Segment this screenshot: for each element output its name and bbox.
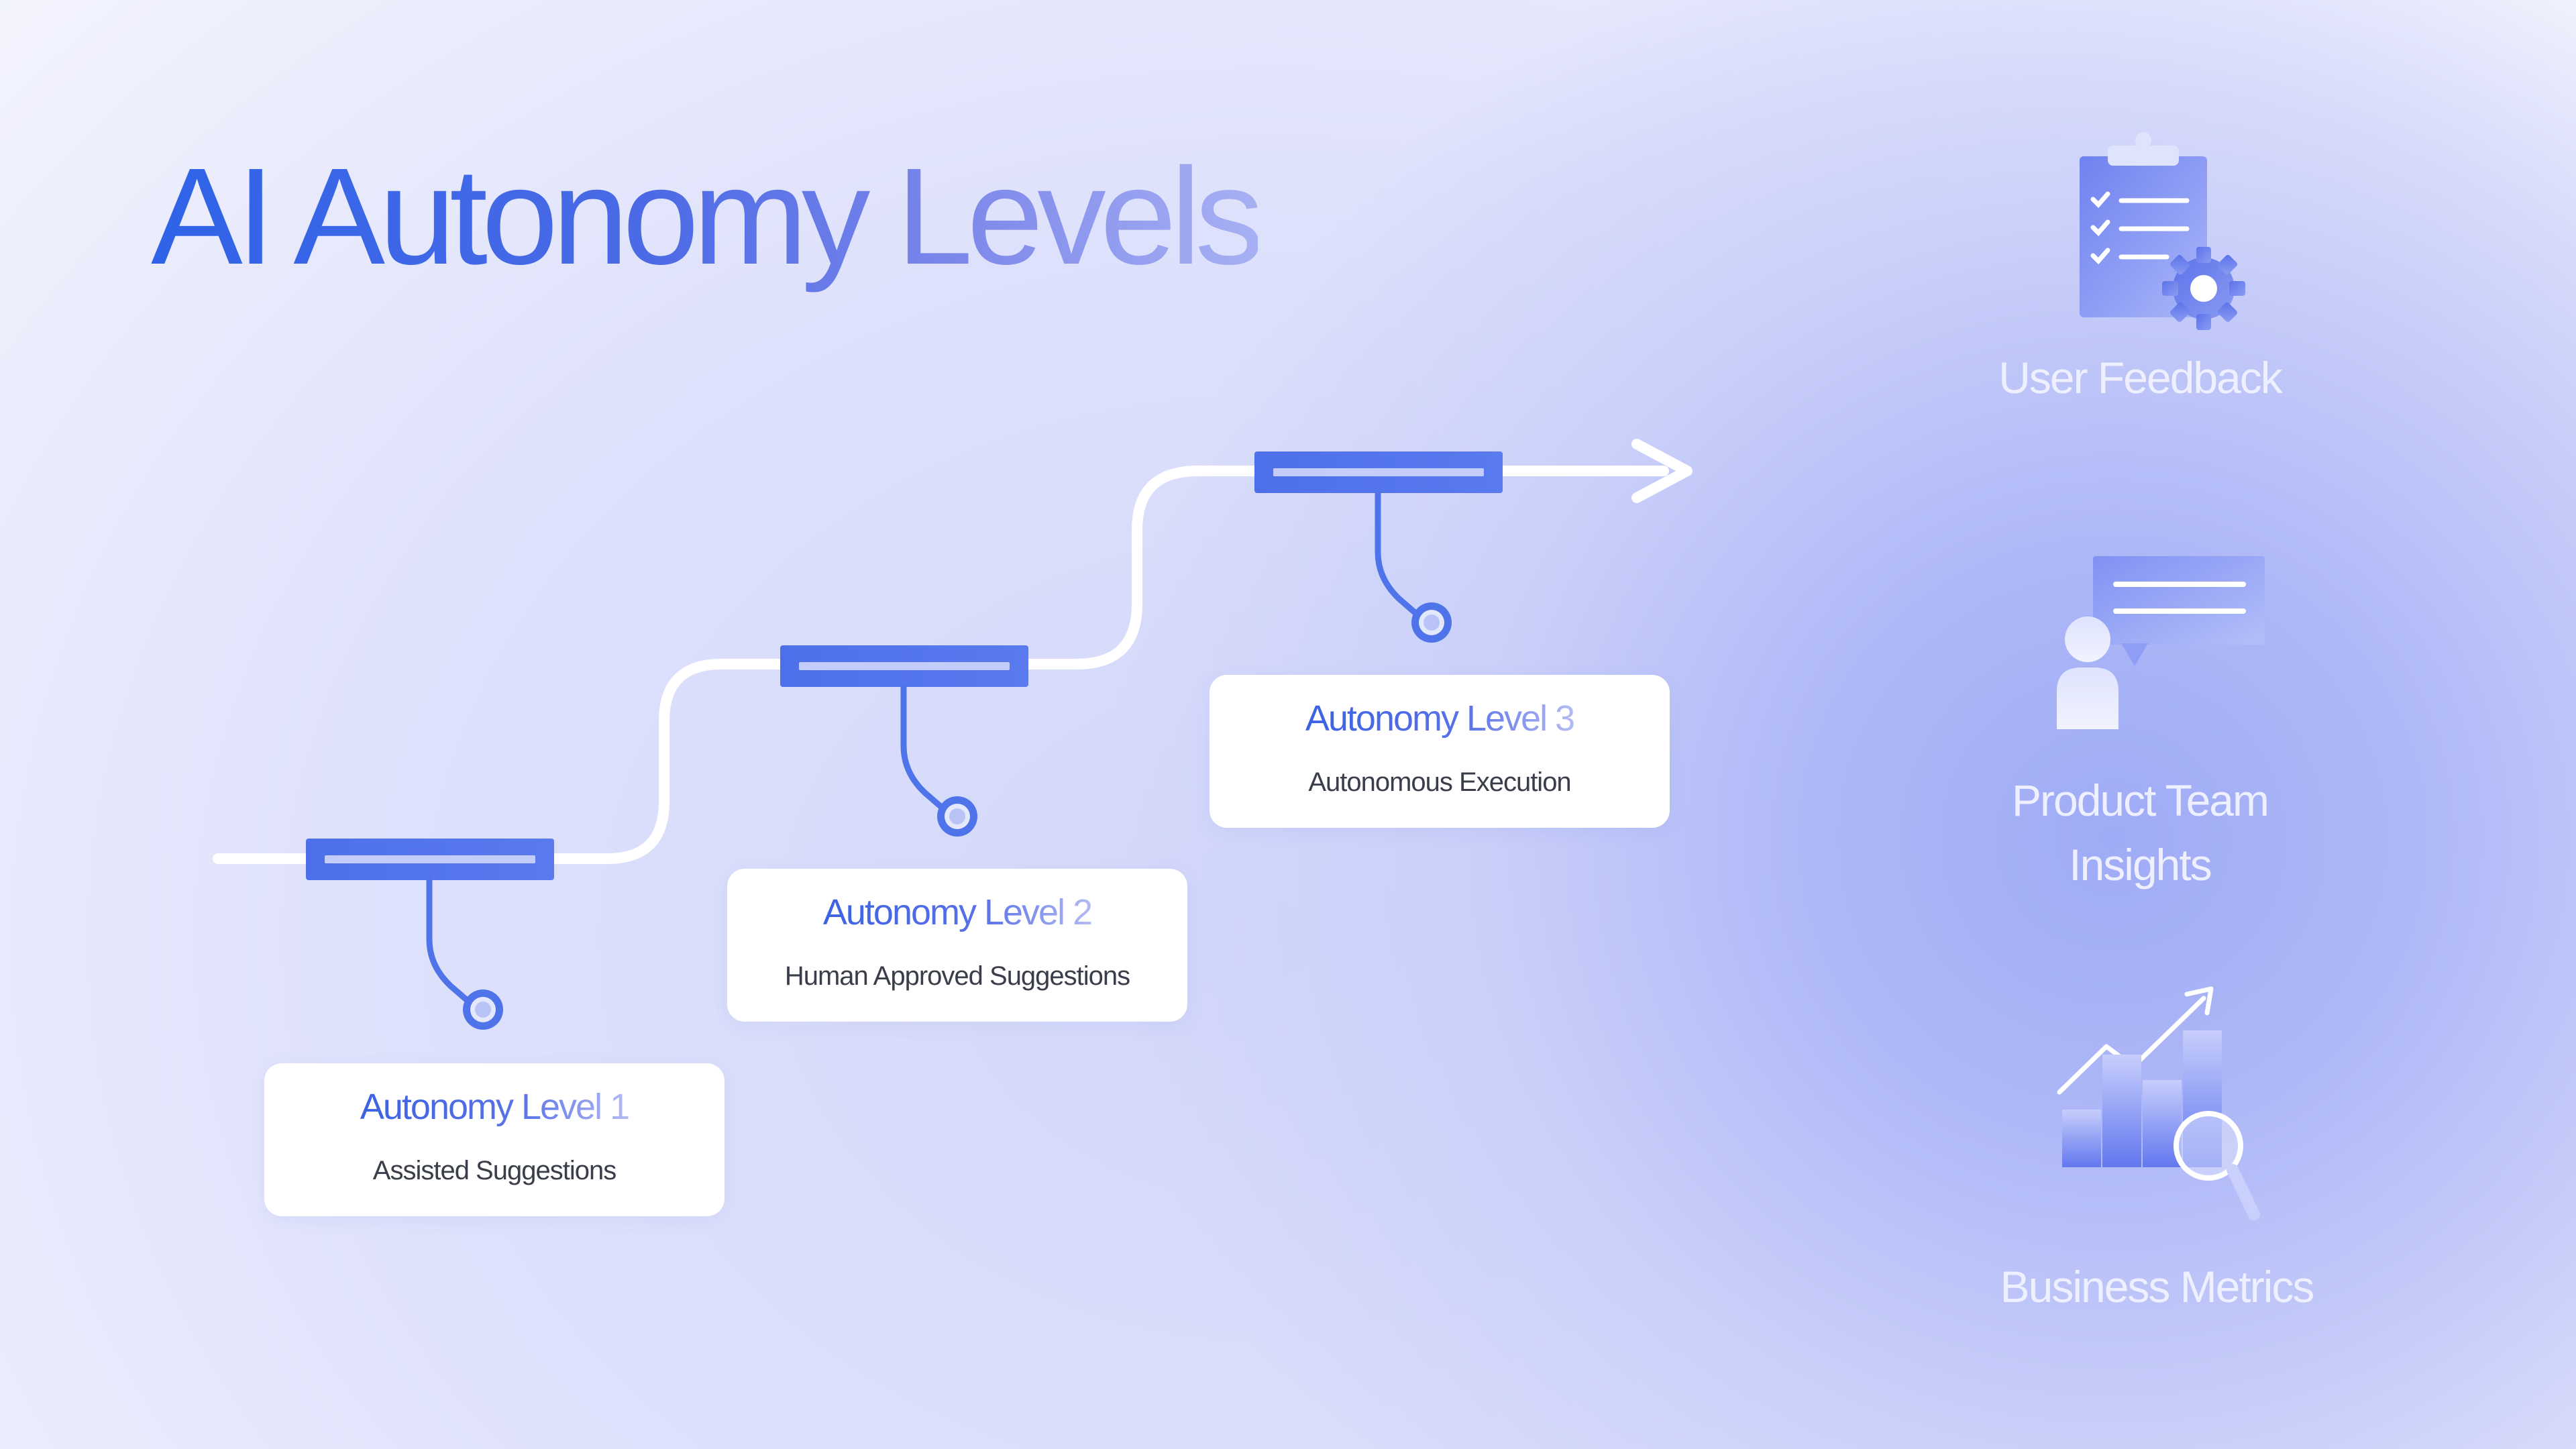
level-1-card: Autonomy Level 1 Assisted Suggestions <box>264 1063 724 1216</box>
level-2-subtitle: Human Approved Suggestions <box>784 961 1130 991</box>
level-2-marker <box>780 645 1028 837</box>
level-2-card: Autonomy Level 2 Human Approved Suggesti… <box>727 869 1187 1022</box>
input-label-product-team: Product Team Insights <box>2012 775 2269 890</box>
level-2-title: Autonomy Level 2 <box>822 892 1093 932</box>
level-1-subtitle: Assisted Suggestions <box>372 1156 616 1185</box>
clipboard-gear-icon <box>2080 132 2245 330</box>
person-chat-icon <box>2057 556 2265 729</box>
level-1-title: Autonomy Level 1 <box>360 1087 630 1127</box>
bar-chart-magnifier-icon <box>2057 986 2260 1220</box>
level-3-subtitle: Autonomous Execution <box>1308 767 1571 797</box>
level-3-card: Autonomy Level 3 Autonomous Execution <box>1210 675 1670 828</box>
level-3-title: Autonomy Level 3 <box>1305 698 1575 739</box>
input-label-user-feedback: User Feedback <box>1998 353 2283 402</box>
input-label-business-metrics: Business Metrics <box>2000 1262 2315 1311</box>
arrow-head <box>1631 439 1693 503</box>
level-1-marker <box>306 839 554 1030</box>
level-3-marker <box>1254 451 1503 643</box>
